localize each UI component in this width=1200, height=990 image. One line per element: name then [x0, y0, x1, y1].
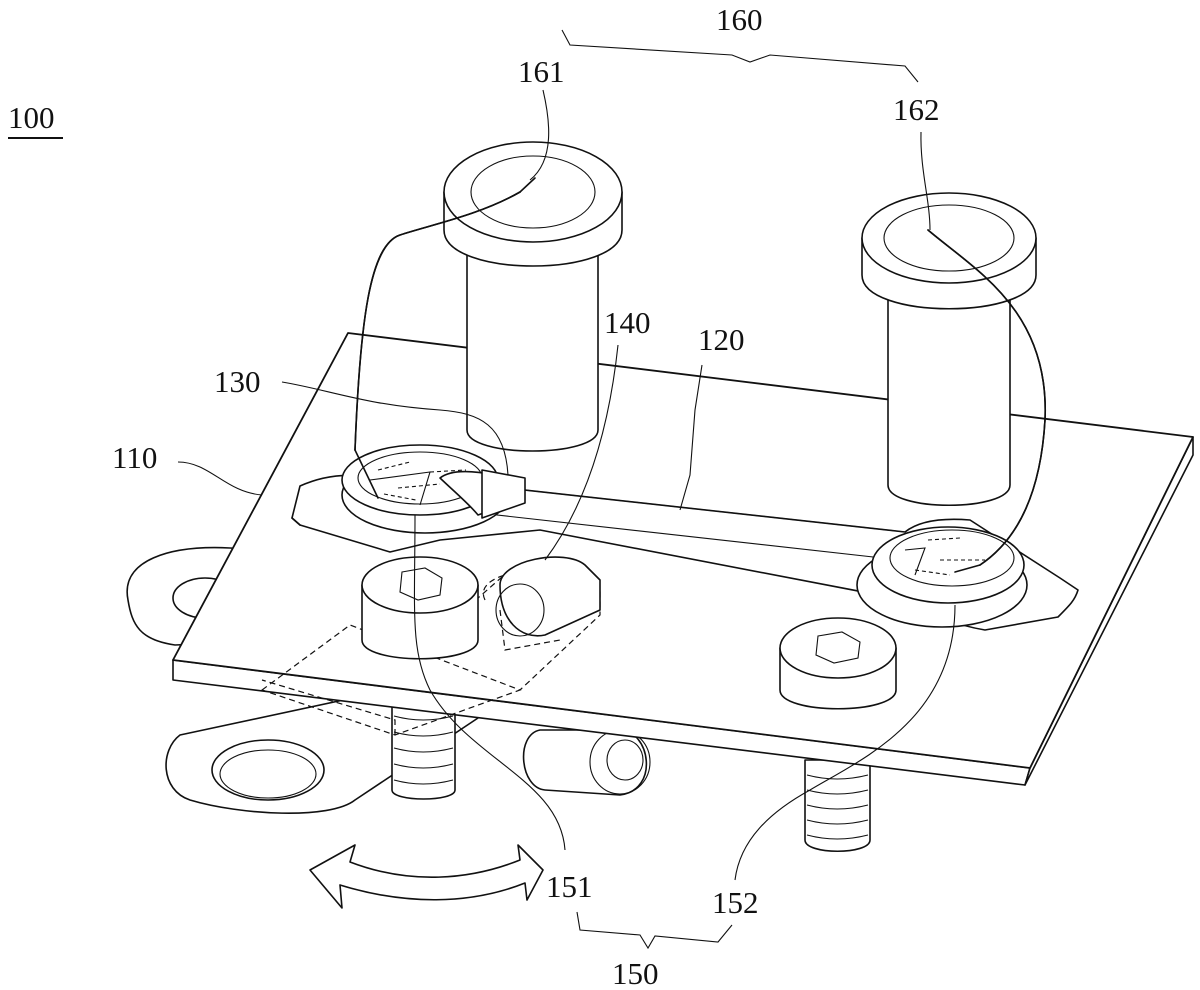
sense-wires — [354, 177, 1046, 573]
label-152: 152 — [712, 885, 759, 920]
bracket-160 — [561, 29, 919, 83]
label-120: 120 — [698, 322, 745, 357]
label-160: 160 — [716, 2, 763, 37]
label-162: 162 — [893, 92, 940, 127]
bolt-right — [779, 617, 897, 710]
sensor-body — [495, 556, 601, 637]
label-150: 150 — [612, 956, 659, 990]
label-140: 140 — [604, 305, 651, 340]
lower-connector — [522, 729, 651, 796]
cell-right — [861, 192, 1037, 507]
right-ring-terminal — [856, 526, 1028, 628]
label-151: 151 — [546, 869, 593, 904]
label-100: 100 — [8, 100, 55, 135]
label-130: 130 — [214, 364, 261, 399]
bracket-150 — [576, 911, 733, 950]
busbar-cable — [439, 469, 526, 519]
cell-left — [443, 141, 623, 452]
rotation-arrow-icon — [309, 844, 544, 909]
label-110: 110 — [112, 440, 157, 475]
bolt-left — [361, 556, 479, 660]
lower-threaded-stud-right — [804, 759, 871, 853]
label-161: 161 — [518, 54, 565, 89]
leader-lines — [177, 89, 956, 881]
